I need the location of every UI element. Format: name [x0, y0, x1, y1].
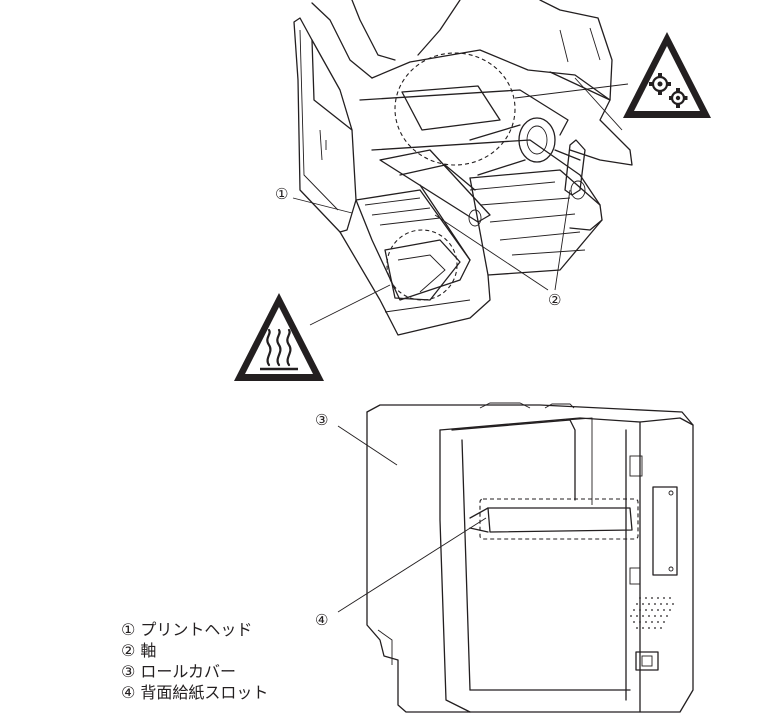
callout-3: ③ — [315, 411, 328, 429]
legend-item-shaft: ② 軸 — [121, 641, 157, 660]
legend-item-roll-cover: ③ ロールカバー — [121, 662, 236, 681]
moving-gears-warning-icon — [623, 32, 711, 118]
callout-4: ④ — [315, 611, 328, 629]
hot-surface-warning-icon — [234, 293, 324, 381]
callout-2: ② — [548, 291, 561, 309]
parts-legend: ① プリントヘッド ② 軸 ③ ロールカバー ④ 背面給紙スロット — [121, 619, 268, 703]
callout-1: ① — [275, 185, 288, 203]
printer-rear-view — [366, 402, 694, 713]
legend-item-rear-feed-slot: ④ 背面給紙スロット — [121, 683, 269, 702]
legend-item-print-head: ① プリントヘッド — [121, 620, 253, 639]
open-printer-mechanism — [293, 0, 633, 336]
